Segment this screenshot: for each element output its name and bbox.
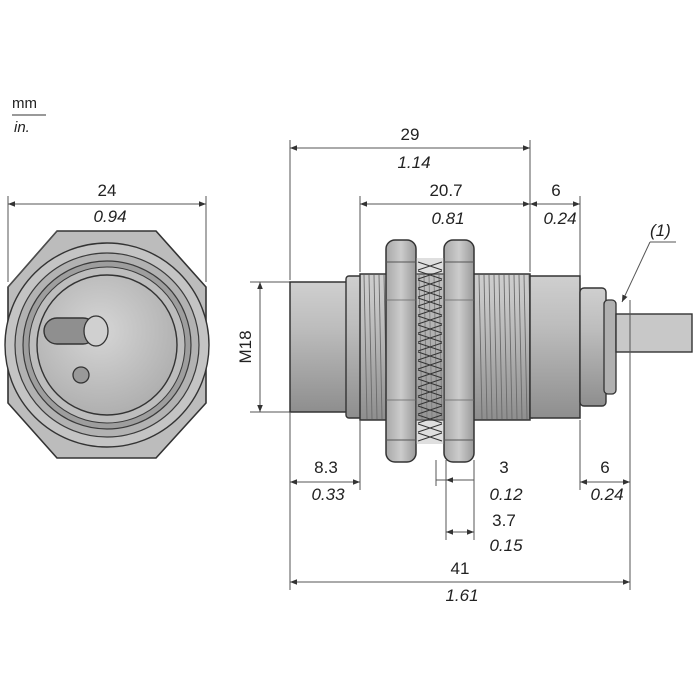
thread-line <box>373 274 378 420</box>
washer-tooth <box>417 360 443 370</box>
dim-rear-in: 0.24 <box>590 485 623 504</box>
washer-tooth <box>417 351 443 361</box>
thread-line <box>478 274 483 420</box>
washer-tooth <box>417 297 443 307</box>
washer-tooth <box>417 423 443 433</box>
led-indicator <box>72 366 90 384</box>
thread-line <box>363 274 368 420</box>
rear-step <box>579 287 607 407</box>
front-view: 24 0.94 <box>4 181 210 459</box>
washer-tooth <box>417 288 443 298</box>
thread-line <box>498 274 503 420</box>
washer-tooth <box>417 396 443 406</box>
lock-nut-2 <box>443 239 475 463</box>
washer-tooth <box>417 405 443 415</box>
washer-tooth <box>417 324 443 334</box>
washer-tooth <box>417 261 443 271</box>
dim-total-mm: 41 <box>451 559 470 578</box>
unit-mm: mm <box>12 95 37 112</box>
callout-leader <box>621 241 651 303</box>
thread-line <box>368 274 373 420</box>
callout-label: (1) <box>650 221 671 240</box>
dim-nut-mm: 3 <box>499 458 508 477</box>
thread-line <box>503 274 508 420</box>
dim-overall-body-mm: 29 <box>401 125 420 144</box>
dim-across-flats-mm: 24 <box>98 181 117 200</box>
thread-line <box>488 274 493 420</box>
washer-tooth <box>417 279 443 289</box>
dim-front-face-in: 0.33 <box>311 485 345 504</box>
washer-tooth <box>417 315 443 325</box>
cable <box>615 313 693 353</box>
lock-nut-1 <box>385 239 417 463</box>
front-cap <box>289 281 349 413</box>
rear-sleeve <box>529 275 581 419</box>
washer-tooth <box>417 432 443 442</box>
dim-thread-mm: 20.7 <box>429 181 462 200</box>
thread-line <box>483 274 488 420</box>
thread-line <box>493 274 498 420</box>
washer-tooth <box>417 270 443 280</box>
dim-front-face-mm: 8.3 <box>314 458 338 477</box>
sensing-face <box>36 274 178 416</box>
dim-thread-spec: M18 <box>236 330 255 363</box>
dim-connector-in: 0.24 <box>543 209 576 228</box>
dim-overall-body-in: 1.14 <box>397 153 430 172</box>
tooth-washer <box>416 258 444 444</box>
thread-line <box>378 274 383 420</box>
dim-rear-mm: 6 <box>600 458 609 477</box>
side-view: 29 1.14 20.7 0.81 6 0.24 M18 <box>236 125 693 605</box>
washer-tooth <box>417 333 443 343</box>
thread-line <box>508 274 513 420</box>
washer-tooth <box>417 414 443 424</box>
dim-connector-mm: 6 <box>551 181 560 200</box>
washer-tooth <box>417 342 443 352</box>
washer-tooth <box>417 369 443 379</box>
thread-line <box>433 274 438 420</box>
dim-nut-pair-mm: 3.7 <box>492 511 516 530</box>
thread-line <box>518 274 523 420</box>
washer-tooth <box>417 378 443 388</box>
dim-thread-in: 0.81 <box>431 209 464 228</box>
units-legend: mm in. <box>12 95 46 136</box>
dim-nut-pair-in: 0.15 <box>489 536 523 555</box>
dim-total-in: 1.61 <box>445 586 478 605</box>
dim-nut-in: 0.12 <box>489 485 523 504</box>
washer-tooth <box>417 306 443 316</box>
thread-line <box>523 274 528 420</box>
dim-across-flats-in: 0.94 <box>93 207 126 226</box>
thread-line <box>423 274 428 420</box>
thread-line <box>513 274 518 420</box>
washer-tooth <box>417 387 443 397</box>
unit-in: in. <box>14 119 30 136</box>
